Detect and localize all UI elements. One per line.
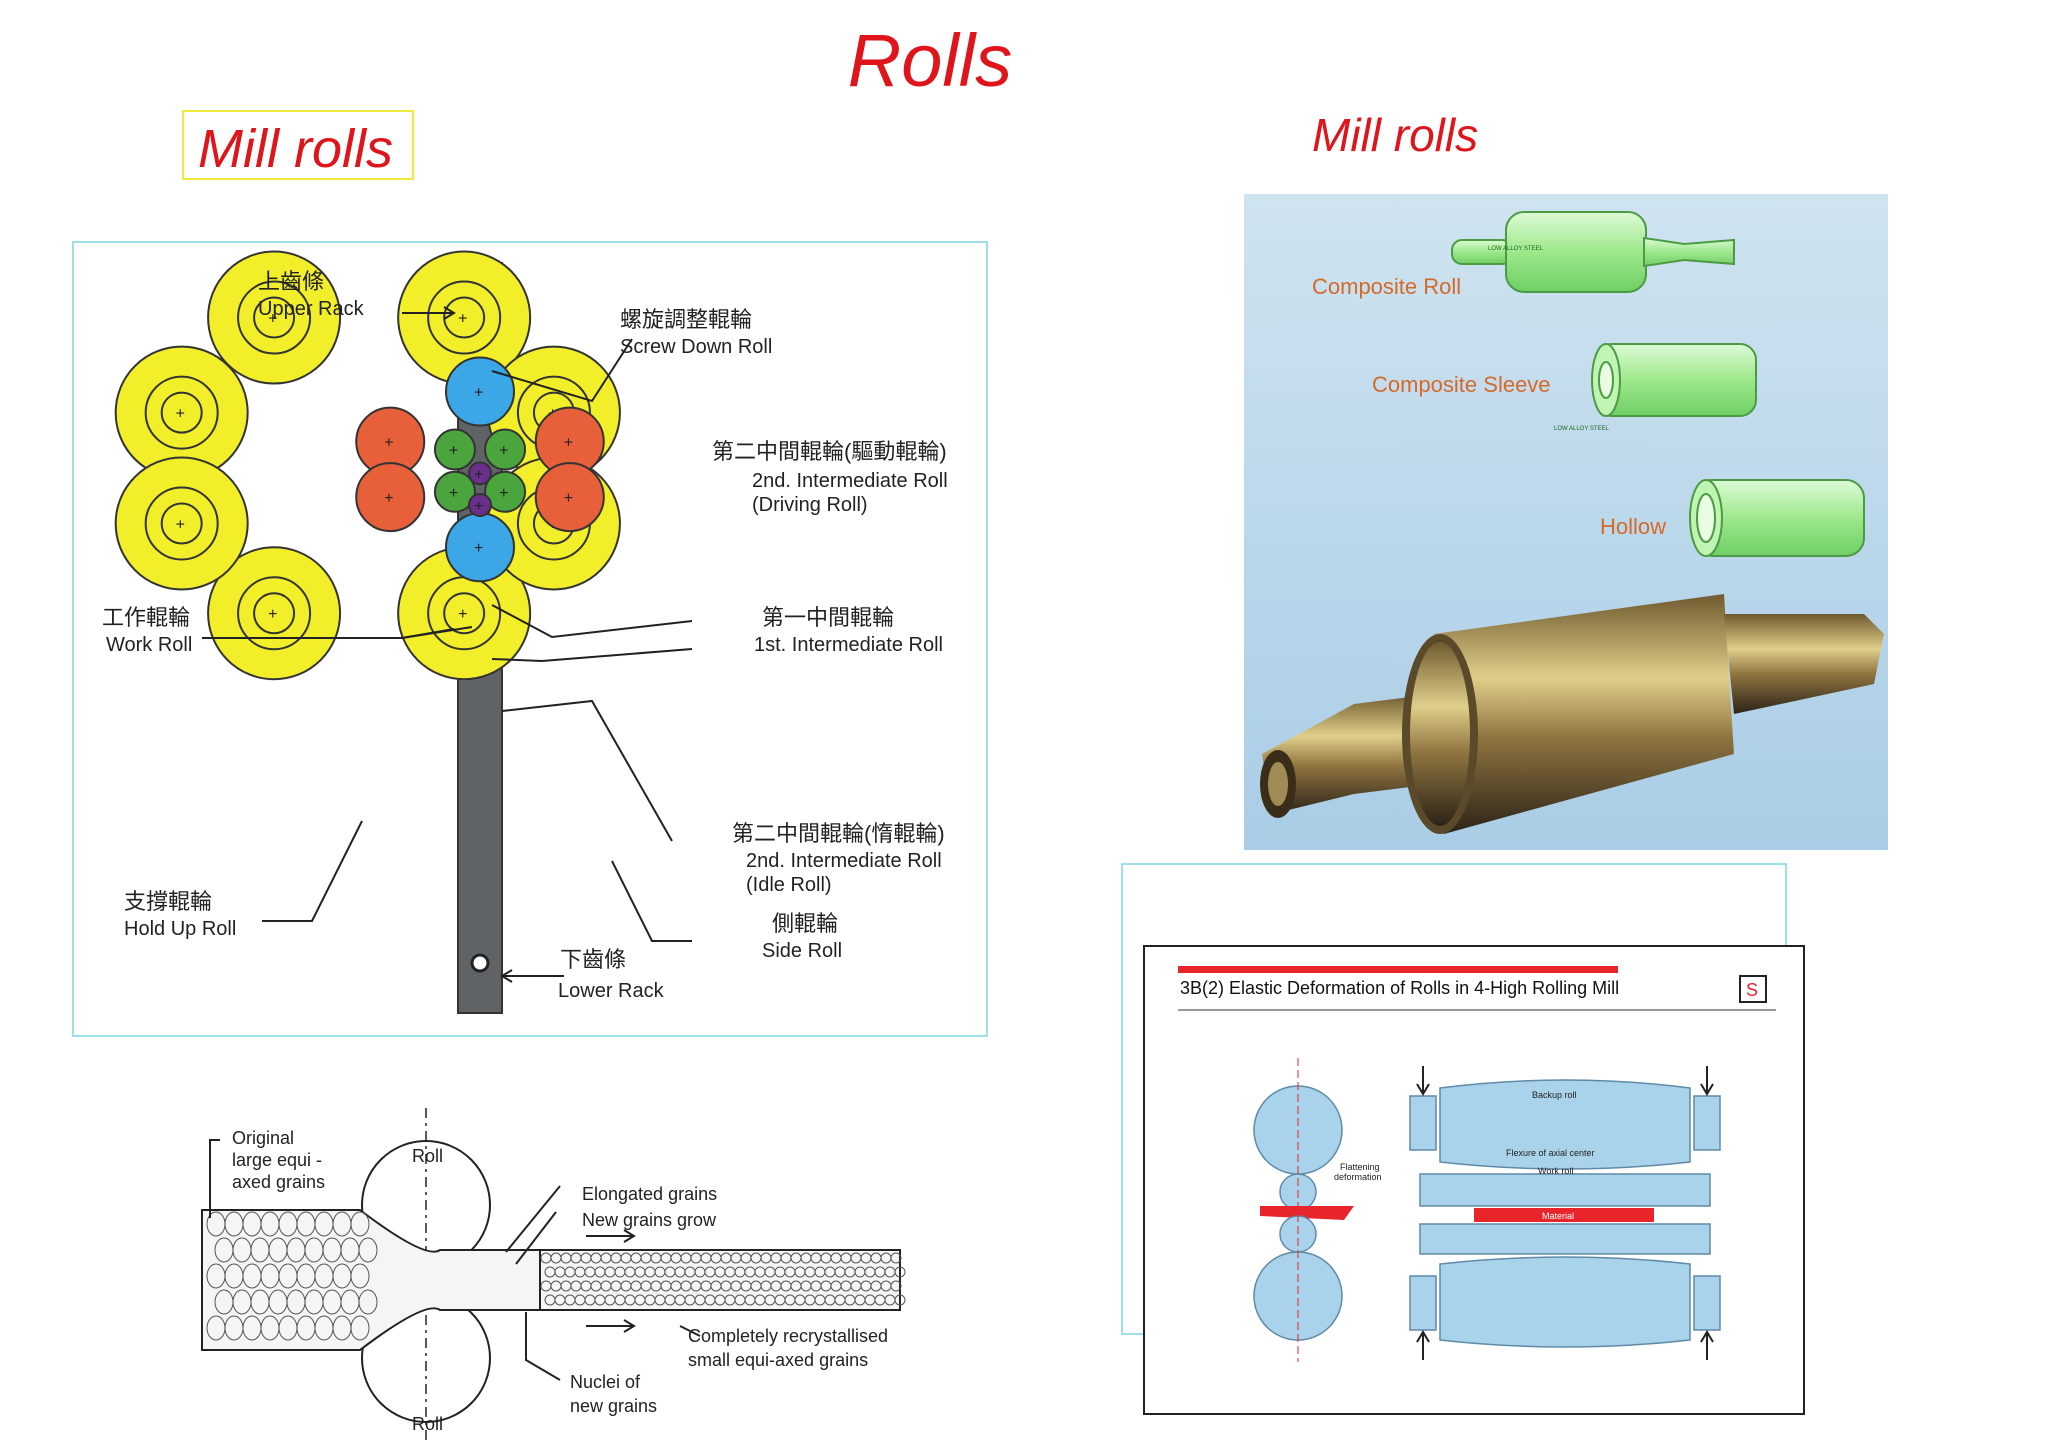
logo: S — [1746, 980, 1758, 1000]
upper-rack-en: Upper Rack — [258, 298, 365, 320]
composite-sleeve-note: LOW ALLOY STEEL — [1554, 426, 1610, 432]
four-high-stack: Backup roll Flexure of axial center Work… — [1409, 1066, 1721, 1360]
flexure-label: Flexure of axial center — [1506, 1148, 1595, 1158]
roll-types-panel: LOW ALLOY STEEL Composite Roll LOW ALLOY… — [1244, 194, 1888, 850]
side-roll-cn: 側輥輪 — [772, 911, 838, 936]
orange-roll: + — [534, 462, 605, 533]
lower-rack-cn: 下齒條 — [560, 947, 626, 972]
first-inter-en: 1st. Intermediate Roll — [754, 634, 943, 656]
purple-roll: + — [468, 461, 492, 486]
metal-strip — [201, 1209, 541, 1351]
flattening-label: Flattening — [1340, 1162, 1380, 1172]
yellow-roll: + — [207, 250, 342, 385]
purple-roll: + — [468, 493, 492, 517]
composite-roll-label: Composite Roll — [1312, 274, 1461, 299]
upper-rack-cn: 上齒條 — [258, 269, 324, 294]
orange-roll: + — [355, 462, 426, 533]
work-label: Work roll — [1538, 1166, 1573, 1176]
second-idle-en2: (Idle Roll) — [746, 874, 832, 896]
elongated-label: Elongated grains — [582, 1184, 717, 1204]
title-bar-accent — [1178, 966, 1618, 973]
svg-text:+: + — [268, 606, 277, 623]
side-roll-en: Side Roll — [762, 940, 842, 962]
blue-roll: + — [445, 356, 515, 427]
nuclei-label-2: new grains — [570, 1396, 657, 1416]
deformation-title: 3B(2) Elastic Deformation of Rolls in 4-… — [1180, 978, 1619, 998]
svg-text:+: + — [474, 466, 483, 483]
second-drive-en1: 2nd. Intermediate Roll — [752, 470, 948, 492]
composite-roll-note: LOW ALLOY STEEL — [1488, 246, 1544, 252]
output-strip — [539, 1249, 901, 1311]
svg-text:+: + — [268, 311, 277, 328]
completely-label: Completely recrystallised — [688, 1326, 888, 1346]
green-roll: + — [484, 470, 527, 513]
blue-roll: + — [445, 512, 515, 583]
deformation-label: deformation — [1334, 1172, 1382, 1182]
original-label-3: axed grains — [232, 1172, 325, 1192]
green-roll: + — [433, 428, 476, 471]
composite-roll-graphic: LOW ALLOY STEEL — [1451, 211, 1735, 293]
lower-rack-en: Lower Rack — [558, 980, 665, 1002]
right-heading: Mill rolls — [1312, 109, 1479, 161]
svg-text:+: + — [176, 516, 185, 533]
second-idle-en1: 2nd. Intermediate Roll — [746, 850, 942, 872]
recrystallisation-diagram: Original large equi - axed grains Roll R… — [201, 1108, 906, 1440]
hold-up-cn: 支撐輥輪 — [124, 889, 212, 914]
yellow-roll: + — [207, 546, 342, 681]
second-drive-cn: 第二中間輥輪(驅動輥輪) — [712, 439, 947, 464]
elastic-deformation-panel: 3B(2) Elastic Deformation of Rolls in 4-… — [1121, 863, 1805, 1415]
hollow-label: Hollow — [1600, 514, 1666, 539]
logo-box — [1739, 975, 1767, 1003]
roll-top-label: Roll — [412, 1146, 443, 1166]
svg-text:+: + — [449, 443, 458, 460]
page-title: Rolls — [847, 19, 1013, 102]
svg-text:+: + — [449, 485, 458, 502]
yellow-roll: + — [114, 456, 249, 591]
composite-sleeve-graphic: LOW ALLOY STEEL — [1554, 343, 1757, 432]
yellow-roll: + — [114, 345, 249, 480]
composite-sleeve-label: Composite Sleeve — [1372, 372, 1551, 397]
svg-text:+: + — [564, 435, 573, 452]
screw-down-en: Screw Down Roll — [620, 336, 772, 358]
small-grains-label: small equi-axed grains — [688, 1350, 868, 1370]
svg-text:+: + — [384, 435, 393, 452]
svg-text:+: + — [458, 311, 467, 328]
green-roll: + — [484, 428, 527, 471]
original-label-2: large equi - — [232, 1150, 322, 1170]
svg-text:+: + — [499, 485, 508, 502]
hold-up-en: Hold Up Roll — [124, 918, 236, 940]
material-label: Material — [1542, 1211, 1574, 1221]
hollow-graphic — [1689, 479, 1865, 557]
svg-text:+: + — [384, 490, 393, 507]
svg-text:+: + — [474, 498, 483, 515]
left-heading: Mill rolls — [198, 119, 393, 179]
left-heading-frame — [182, 110, 414, 180]
original-label: Original — [232, 1128, 294, 1148]
stacked-rolls-left: Flattening deformation — [1253, 1058, 1382, 1362]
backup-label: Backup roll — [1532, 1090, 1577, 1100]
second-idle-cn: 第二中間輥輪(惰輥輪) — [732, 821, 945, 846]
roll-bottom-label: Roll — [412, 1414, 443, 1434]
svg-text:+: + — [474, 540, 483, 557]
new-grains-label: New grains grow — [582, 1210, 717, 1230]
nuclei-label: Nuclei of — [570, 1372, 641, 1392]
work-roll-en: Work Roll — [106, 634, 192, 656]
svg-text:+: + — [564, 490, 573, 507]
work-roll-cn: 工作輥輪 — [102, 605, 190, 630]
second-drive-en2: (Driving Roll) — [752, 494, 868, 516]
cluster-mill-diagram: ++++++++++++++++++++ 上齒條 Upper Rack 螺旋調整… — [72, 241, 988, 1037]
svg-text:+: + — [474, 384, 483, 401]
svg-text:+: + — [176, 406, 185, 423]
screw-down-cn: 螺旋調整輥輪 — [620, 307, 752, 332]
lower-rack-hole — [470, 953, 490, 973]
first-inter-cn: 第一中間輥輪 — [762, 605, 894, 630]
metal-roll-photo — [1260, 594, 1884, 834]
svg-text:+: + — [458, 606, 467, 623]
svg-text:+: + — [499, 443, 508, 460]
green-roll: + — [433, 470, 476, 513]
